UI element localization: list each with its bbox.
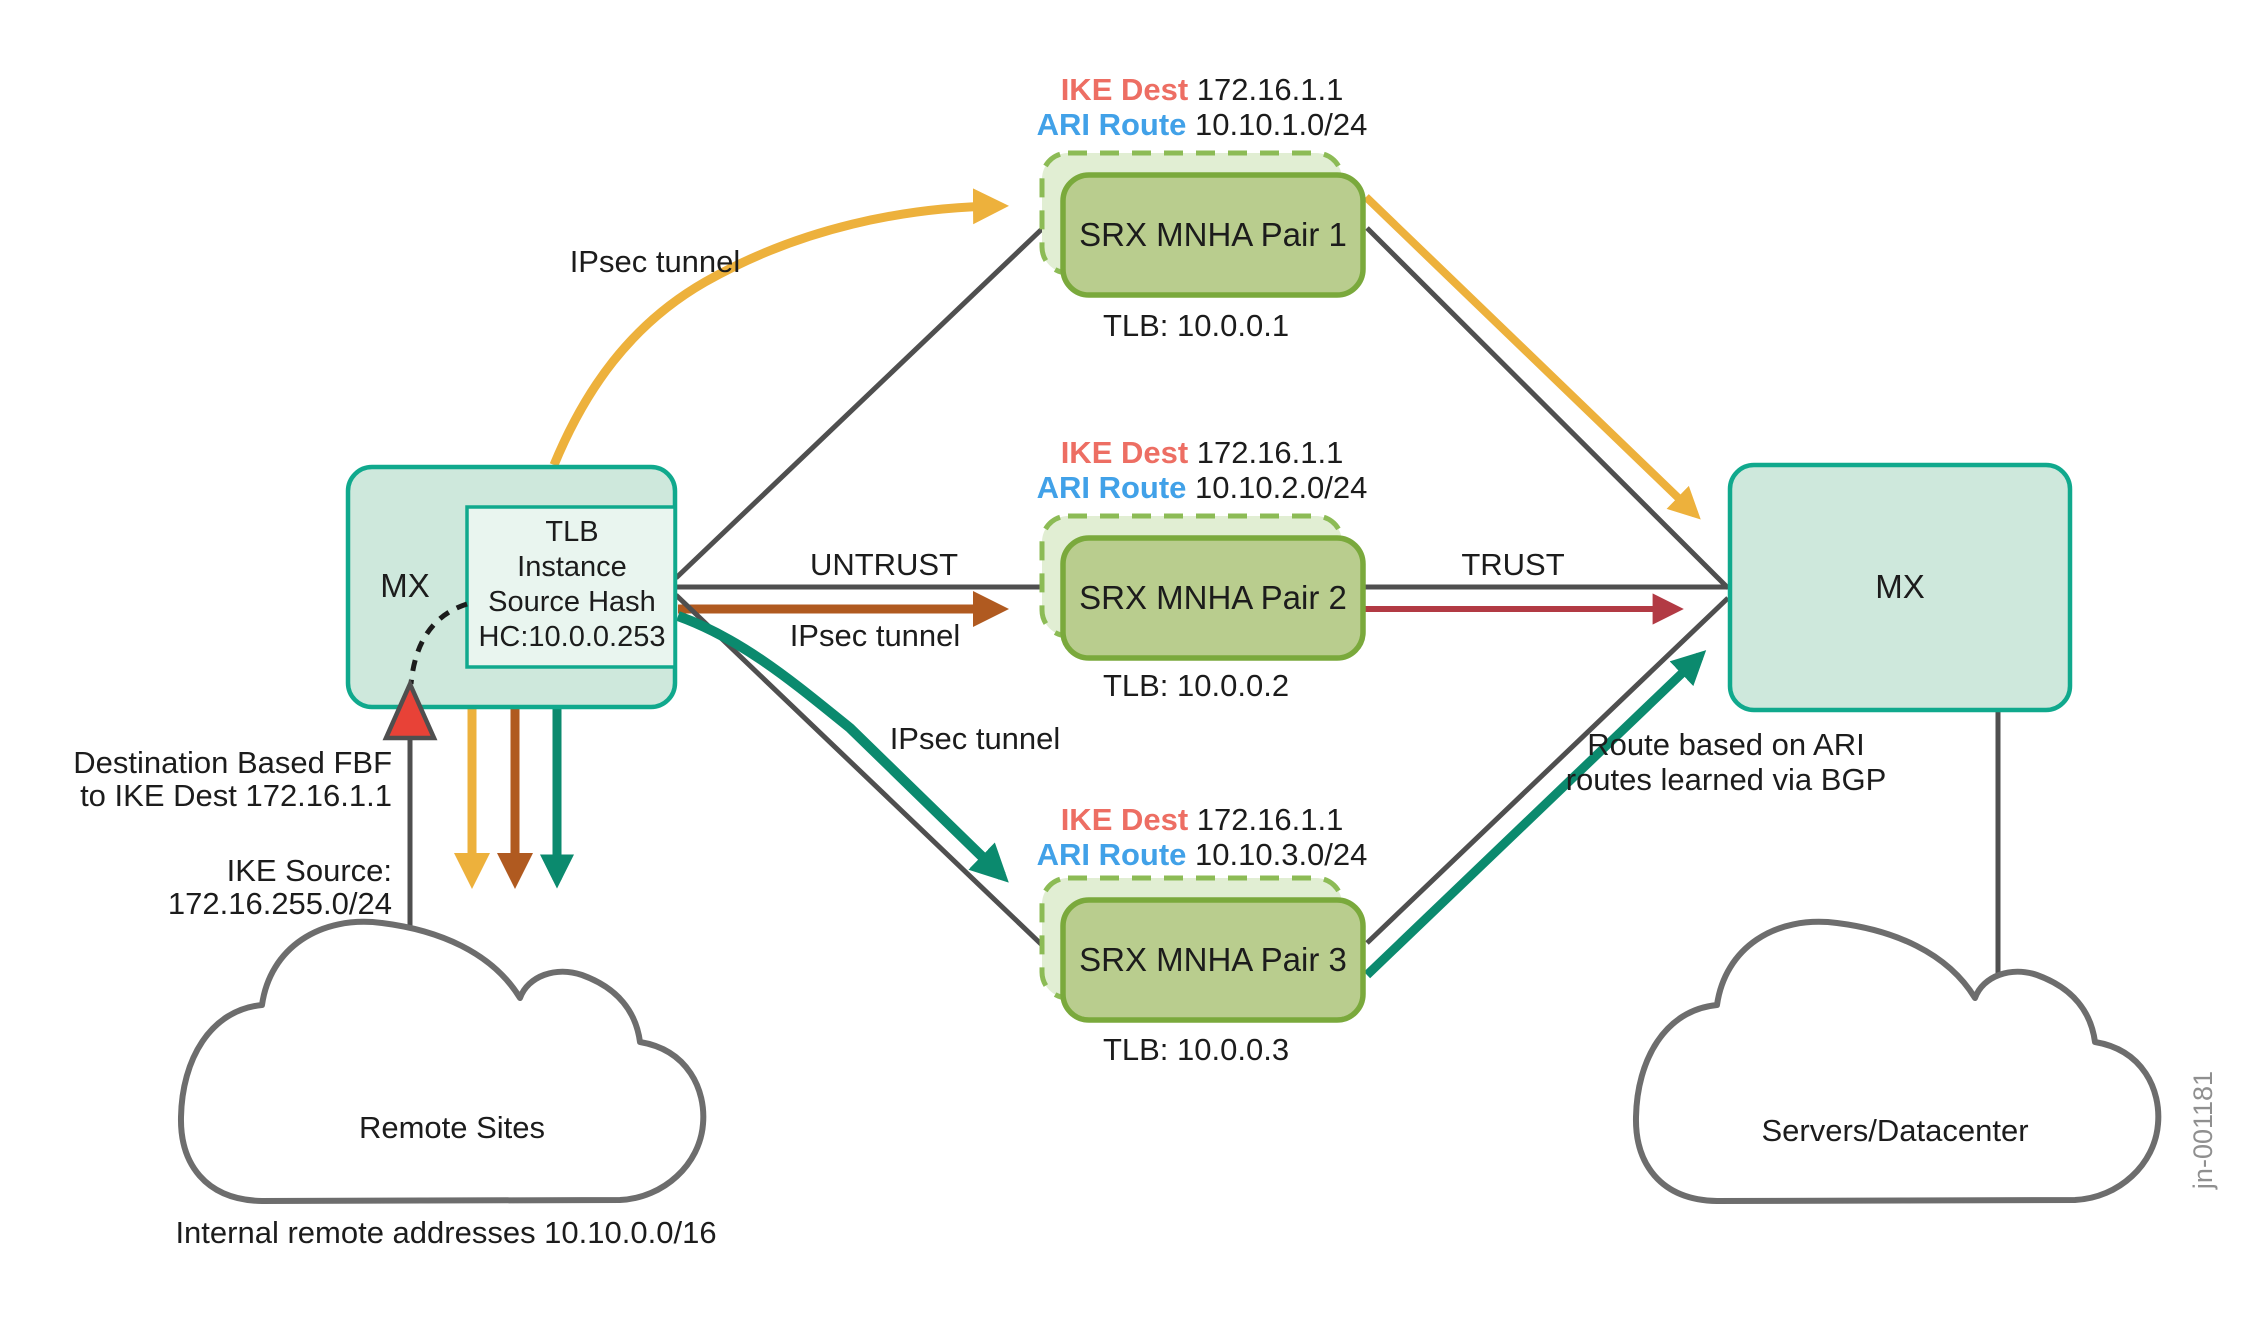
srx-pair-1-box (1060, 172, 1366, 298)
ike-source-line2: 172.16.255.0/24 (168, 886, 392, 921)
remote-sites-cloud (177, 918, 707, 1204)
ipsec-tunnel-2-label: IPsec tunnel (790, 618, 961, 653)
yellow-return-pair1-mx (1363, 194, 1701, 520)
srx-pair-1-label: SRX MNHA Pair 1 (1079, 216, 1347, 253)
servers-datacenter-label: Servers/Datacenter (1761, 1113, 2028, 1148)
trust-label: TRUST (1461, 547, 1564, 582)
ipsec-tunnel-1-arrow (549, 188, 1009, 467)
ari-bgp-note-line1: Route based on ARI (1587, 727, 1864, 762)
tlb-line-3: Source Hash (488, 586, 656, 618)
pair2-tlb-label: TLB: 10.0.0.2 (1103, 668, 1289, 703)
pair3-ike-line: IKE Dest 172.16.1.1 (1061, 802, 1344, 837)
srx-pair-2-node (1039, 513, 1366, 661)
ari-bgp-note-line2: routes learned via BGP (1566, 762, 1887, 797)
internal-remote-addresses-caption: Internal remote addresses 10.10.0.0/16 (175, 1215, 716, 1250)
tlb-instance-box (465, 505, 677, 669)
srx-pair-3-label: SRX MNHA Pair 3 (1079, 941, 1347, 978)
pair1-ari-line: ARI Route 10.10.1.0/24 (1037, 107, 1368, 142)
edges (407, 188, 2001, 998)
tlb-line-2: Instance (517, 551, 627, 583)
nodes (177, 150, 2162, 1204)
labels: MX TLB Instance Source Hash HC:10.0.0.25… (73, 72, 2218, 1250)
srx-pair-3-node (1039, 875, 1366, 1023)
ike-source-line1: IKE Source: (227, 853, 392, 888)
srx-pair-1-node (1039, 150, 1366, 298)
pair1-tlb-label: TLB: 10.0.0.1 (1103, 308, 1289, 343)
red-triangle-arrowhead (382, 678, 438, 741)
fbf-annotation-line2: to IKE Dest 172.16.1.1 (80, 778, 392, 813)
link-mx-pair3 (674, 593, 1044, 947)
link-mx-pair1 (674, 226, 1045, 580)
fbf-dashed-curve (408, 601, 468, 685)
untrust-label: UNTRUST (810, 547, 958, 582)
ipsec-tunnel-3-label: IPsec tunnel (890, 721, 1061, 756)
pair2-ike-line: IKE Dest 172.16.1.1 (1061, 435, 1344, 470)
teal-return-pair3-mx (1363, 650, 1707, 979)
ipsec-tunnel-3-arrow (676, 611, 1009, 883)
overlays (382, 601, 468, 741)
srx-pair-3-box (1060, 897, 1366, 1023)
ipsec-tunnel-1-label: IPsec tunnel (570, 244, 741, 279)
right-mx-router (1727, 462, 2073, 713)
left-mx-label: MX (380, 567, 430, 604)
tlb-line-1: TLB (545, 516, 598, 548)
pair2-ari-line: ARI Route 10.10.2.0/24 (1037, 470, 1368, 505)
pair3-tlb-label: TLB: 10.0.0.3 (1103, 1032, 1289, 1067)
right-mx-label: MX (1875, 568, 1925, 605)
remote-sites-label: Remote Sites (359, 1110, 545, 1145)
srx-pair-2-label: SRX MNHA Pair 2 (1079, 579, 1347, 616)
srx-pair-2-box (1060, 535, 1366, 661)
tlb-line-4: HC:10.0.0.253 (478, 621, 665, 653)
servers-datacenter-cloud (1632, 918, 2162, 1204)
pair3-ari-line: ARI Route 10.10.3.0/24 (1037, 837, 1368, 872)
pair1-ike-line: IKE Dest 172.16.1.1 (1061, 72, 1344, 107)
link-pair3-mx (1365, 596, 1730, 945)
link-pair1-mx (1365, 226, 1730, 590)
figure-id: jn-001181 (2188, 1071, 2218, 1190)
fbf-annotation-line1: Destination Based FBF (73, 745, 392, 780)
